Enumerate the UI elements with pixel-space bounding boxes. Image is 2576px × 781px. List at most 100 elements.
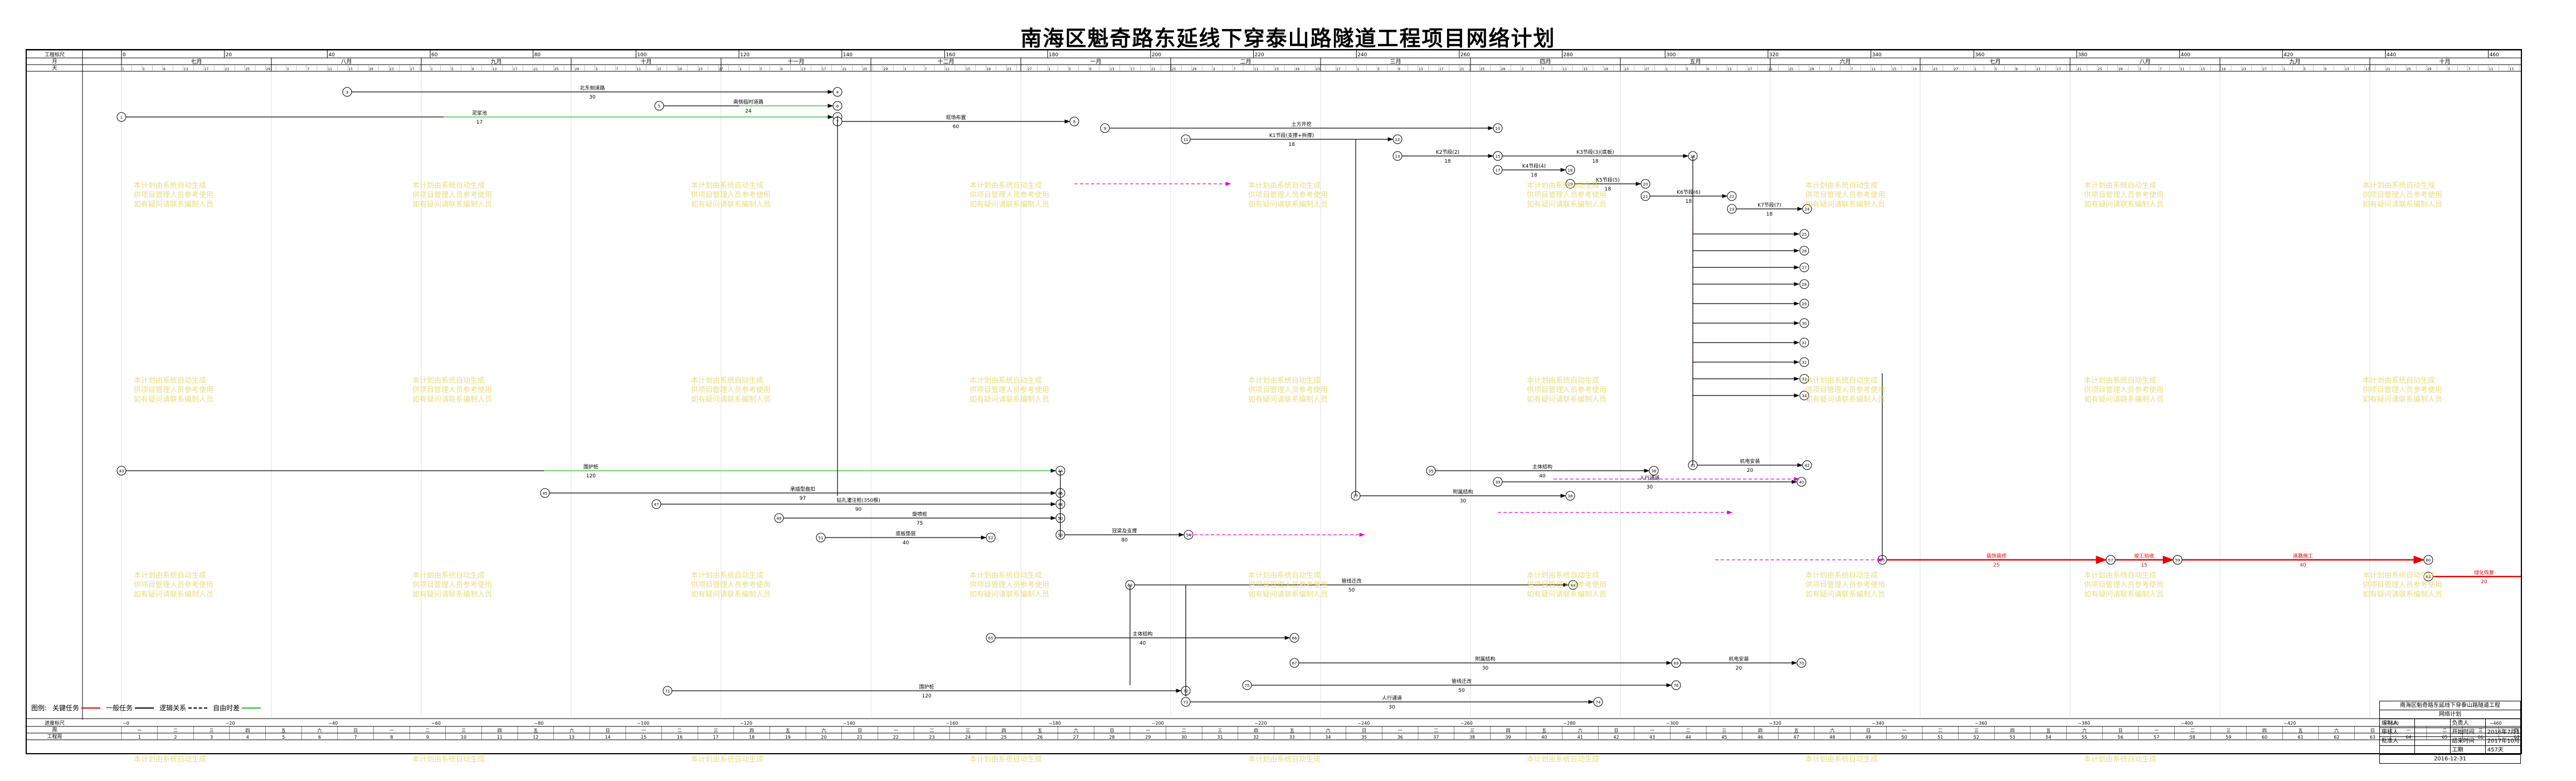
legend-title: 图例: xyxy=(31,704,47,712)
legend-general: 一般任务 xyxy=(106,703,154,712)
day-label: 23 xyxy=(1624,67,1629,71)
activity-duration: 40 xyxy=(903,540,909,546)
week-number: 51 xyxy=(1937,735,1943,740)
scale-tick-label: 140 xyxy=(843,52,853,58)
footer-scale-label: ~420 xyxy=(2283,721,2296,726)
day-label: 7 xyxy=(2160,67,2162,71)
week-label: 二 xyxy=(1182,728,1186,733)
event-node-number: 1 xyxy=(120,115,123,120)
day-label: 13 xyxy=(493,67,497,71)
activity-duration: 50 xyxy=(1458,688,1465,694)
watermark: 本计划由系统自动生成 供项目管理人员参考使用 如有疑问请联系编制人员 xyxy=(2363,182,2443,209)
activity-name: 围护桩 xyxy=(583,463,598,470)
day-label: 17 xyxy=(1131,67,1135,71)
week-label: 二 xyxy=(678,728,682,733)
event-node-number: 66 xyxy=(1292,636,1297,641)
activity-name: 围护桩 xyxy=(919,684,934,690)
event-node-number: 28 xyxy=(1802,282,1807,287)
week-label: 三 xyxy=(1974,728,1979,733)
event-node-number: 17 xyxy=(1496,168,1501,173)
day-label: 25 xyxy=(863,67,868,71)
activity-name: 机电安装 xyxy=(1740,458,1760,465)
day-label: 13 xyxy=(1419,67,1423,71)
watermark: 本计划由系统自动生成 供项目管理人员参考使用 如有疑问请联系编制人员 xyxy=(134,572,214,599)
week-number: 42 xyxy=(1613,735,1619,740)
week-number: 28 xyxy=(1109,735,1114,740)
event-node xyxy=(1671,680,1681,690)
activity-duration: 20 xyxy=(1747,468,1754,474)
day-label: 27 xyxy=(1954,67,1958,71)
scale-tick-label: 380 xyxy=(2078,52,2087,58)
event-node xyxy=(1796,658,1806,668)
watermark: 本计划由系统自动生成 xyxy=(1527,755,1600,764)
legend-critical: 关键任务 xyxy=(52,703,101,712)
day-label: 5 xyxy=(451,67,454,71)
week-label: 五 xyxy=(1542,728,1546,733)
event-node-number: 27 xyxy=(1802,266,1807,270)
footer-scale-label: ~80 xyxy=(534,721,544,726)
week-number: 14 xyxy=(605,735,611,740)
day-label: 23 xyxy=(1007,67,1011,71)
activity-duration: 18 xyxy=(1444,159,1451,164)
day-label: 23 xyxy=(1316,67,1320,71)
footer-row-label: 工程周 xyxy=(47,734,62,740)
event-node-number: 5 xyxy=(658,104,660,109)
day-label: 29 xyxy=(575,67,580,71)
week-number: 6 xyxy=(318,735,321,740)
activity-duration: 18 xyxy=(1766,212,1773,217)
event-node xyxy=(1799,299,1809,309)
day-label: 19 xyxy=(369,67,373,71)
week-number: 44 xyxy=(1686,735,1691,740)
week-label: 五 xyxy=(281,728,286,733)
day-label: 25 xyxy=(1481,67,1485,71)
scale-tick-label: 400 xyxy=(2181,52,2190,58)
scale-tick-label: 100 xyxy=(637,52,646,58)
event-node-number: 30 xyxy=(1802,321,1807,326)
activity-duration: 90 xyxy=(855,507,862,512)
event-node-number: 59 xyxy=(2175,558,2180,563)
watermark: 本计划由系统自动生成 xyxy=(412,755,485,764)
event-node xyxy=(986,533,996,543)
week-number: 13 xyxy=(569,735,574,740)
day-label: 5 xyxy=(1686,67,1688,71)
week-number: 27 xyxy=(1073,735,1079,740)
day-label: 1 xyxy=(122,67,124,71)
watermark: 本计划由系统自动生成 供项目管理人员参考使用 如有疑问请联系编制人员 xyxy=(1527,182,1607,209)
week-number: 43 xyxy=(1649,735,1655,740)
week-number: 16 xyxy=(677,735,683,740)
day-label: 15 xyxy=(1274,67,1279,71)
week-label: 六 xyxy=(318,728,322,733)
activity-duration: 24 xyxy=(745,109,752,114)
watermark: 本计划由系统自动生成 xyxy=(134,755,207,764)
week-label: 三 xyxy=(461,728,466,733)
day-label: 9 xyxy=(163,67,165,71)
week-label: 一 xyxy=(894,728,898,733)
week-label: 四 xyxy=(498,728,502,733)
week-label: 一 xyxy=(1650,728,1654,733)
event-node-number: 52 xyxy=(988,536,994,540)
legend-float: 自由时差 xyxy=(213,703,261,712)
week-number: 41 xyxy=(1577,735,1583,740)
day-label: 1 xyxy=(1048,67,1050,71)
week-label: 日 xyxy=(858,728,862,733)
day-label: 3 xyxy=(2448,67,2450,71)
event-node-number: 64 xyxy=(1571,583,1576,588)
event-node-number: 43 xyxy=(119,469,124,474)
day-label: 29 xyxy=(1192,67,1197,71)
week-number: 58 xyxy=(2190,735,2195,740)
footer-scale-label: ~220 xyxy=(1255,721,1267,726)
title-block-company: 南海区魁奇路东延线下穿泰山路隧道工程 xyxy=(2400,702,2500,709)
week-label: 四 xyxy=(1002,728,1006,733)
week-number: 55 xyxy=(2082,735,2087,740)
day-label: 21 xyxy=(2386,67,2390,71)
event-node-number: 9 xyxy=(1104,126,1106,131)
footer-row-label: 周 xyxy=(52,727,57,733)
day-label: 23 xyxy=(2242,67,2246,71)
scale-tick-label: 460 xyxy=(2490,52,2499,58)
day-label: 1 xyxy=(739,67,742,71)
event-node-number: 69 xyxy=(1674,661,1679,666)
event-node-number: 20 xyxy=(1643,182,1648,187)
week-label: 一 xyxy=(2154,728,2159,733)
week-label: 二 xyxy=(1434,728,1438,733)
activity-duration: 30 xyxy=(1647,485,1653,490)
